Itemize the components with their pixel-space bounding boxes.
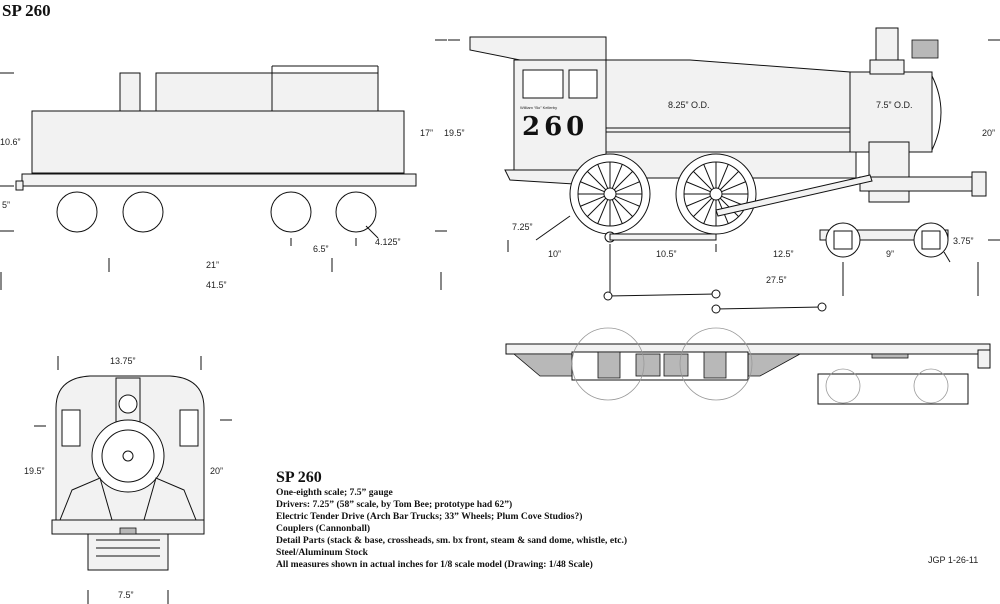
driver-dia-dim: 7.25” [512, 222, 533, 232]
tender-coal-bunker [155, 72, 273, 112]
cab-roof [469, 36, 607, 61]
spoke [717, 164, 729, 189]
tender-water-hatch [271, 72, 379, 112]
cab-lettering: William “Bo” Kellerby [520, 105, 557, 110]
tender-side-view: 10.6” 17” 5” 6.5” 4.125” 21” 41.5” [0, 39, 447, 290]
spoke [721, 181, 746, 193]
notes-line: Electric Tender Drive (Arch Bar Trucks; … [276, 511, 582, 522]
cab-window [61, 409, 81, 447]
spacing-4-dim: 9” [886, 249, 894, 259]
cab-window [568, 69, 598, 99]
notes-block: SP 260 One-eighth scale; 7.5” gauge Driv… [276, 469, 627, 570]
pilot-wheel [825, 222, 861, 258]
front-coupler [971, 171, 987, 197]
locomotive-side-view: William “Bo” Kellerby 260 [444, 27, 1000, 296]
frame-coupler [977, 349, 991, 369]
main-rod [715, 174, 873, 217]
notes-line: Detail Parts (stack & base, crossheads, … [276, 535, 627, 546]
spoke [587, 197, 607, 217]
tender-truck-spacing-dim: 6.5” [313, 244, 329, 254]
notes-title: SP 260 [276, 469, 322, 486]
tender-coupler-height-dim: 5” [2, 200, 10, 210]
spoke [613, 197, 633, 217]
front-height-dim: 20” [982, 128, 995, 138]
notes-line: Couplers (Cannonball) [276, 523, 370, 534]
frame-plan-view [505, 327, 991, 405]
smokebox [849, 71, 933, 153]
notes-line: One-eighth scale; 7.5” gauge [276, 487, 393, 498]
front-width-bottom-dim: 7.5” [118, 590, 134, 600]
pilot-wheel-dia-dim: 3.75” [953, 236, 974, 246]
pilot-truck-frame [819, 229, 949, 241]
cab-window [522, 69, 564, 99]
tender-filler [119, 72, 141, 112]
cylinder [868, 141, 910, 203]
tender-overall-length-dim: 41.5” [206, 280, 227, 290]
loco-overall-length-dim: 27.5” [766, 275, 787, 285]
tender-coupler [15, 180, 24, 191]
tender-frame [21, 173, 417, 187]
front-headlight [118, 394, 138, 414]
tender-tank [31, 110, 405, 174]
spoke [693, 197, 713, 217]
tender-wheel-dia-dim: 4.125” [375, 237, 401, 247]
notes-line: Drivers: 7.25” (58” scale, by Tom Bee; p… [276, 499, 512, 510]
spoke [580, 181, 605, 193]
tender-wheel [122, 191, 164, 233]
spoke [686, 181, 711, 193]
boiler-front-od-dim: 7.5” O.D. [876, 100, 913, 110]
cab-number: 260 [522, 112, 588, 142]
cab-window [179, 409, 199, 447]
drawing-title: SP 260 [2, 1, 51, 20]
drawing-signature: JGP 1-26-11 [928, 555, 978, 565]
smokebox-door [931, 75, 942, 151]
axle-box [703, 351, 727, 379]
spoke [615, 181, 640, 193]
notes-line: All measures shown in actual inches for … [276, 559, 593, 570]
tender-wheel [335, 191, 377, 233]
spoke [719, 171, 739, 191]
pilot-wheel [913, 222, 949, 258]
tender-wheel [56, 191, 98, 233]
front-height-right-dim: 20” [210, 466, 223, 476]
spoke [686, 195, 711, 207]
spoke [597, 199, 609, 224]
spoke [703, 164, 715, 189]
notes-line: Steel/Aluminum Stock [276, 547, 369, 558]
spoke [611, 199, 623, 224]
side-rod [609, 233, 717, 241]
spoke [703, 199, 715, 224]
spoke [597, 164, 609, 189]
boiler [605, 59, 851, 153]
front-width-top-dim: 13.75” [110, 356, 136, 366]
front-view: 13.75” 19.5” 20” 7.5” [24, 356, 232, 604]
driver-spokes [578, 162, 748, 226]
spoke [693, 171, 713, 191]
spoke [580, 195, 605, 207]
rod-detail [603, 289, 827, 314]
axle-box [597, 351, 621, 379]
spoke [613, 171, 633, 191]
boiler-rear-od-dim: 8.25” O.D. [668, 100, 710, 110]
tender-truck-centers-dim: 21” [206, 260, 219, 270]
spoke [587, 171, 607, 191]
spoke [611, 164, 623, 189]
tender-height-right-dim: 17” [420, 128, 433, 138]
pilot [87, 533, 169, 571]
tender-height-left-dim: 10.6” [0, 137, 21, 147]
spacing-1-dim: 10” [548, 249, 561, 259]
spoke [615, 195, 640, 207]
smokestack-base [869, 59, 905, 75]
tender-wheel [270, 191, 312, 233]
spacing-3-dim: 12.5” [773, 249, 794, 259]
pilot-beam [859, 176, 977, 192]
cab-height-dim: 19.5” [444, 128, 465, 138]
spacing-2-dim: 10.5” [656, 249, 677, 259]
front-height-left-dim: 19.5” [24, 466, 45, 476]
headlight [911, 39, 939, 59]
